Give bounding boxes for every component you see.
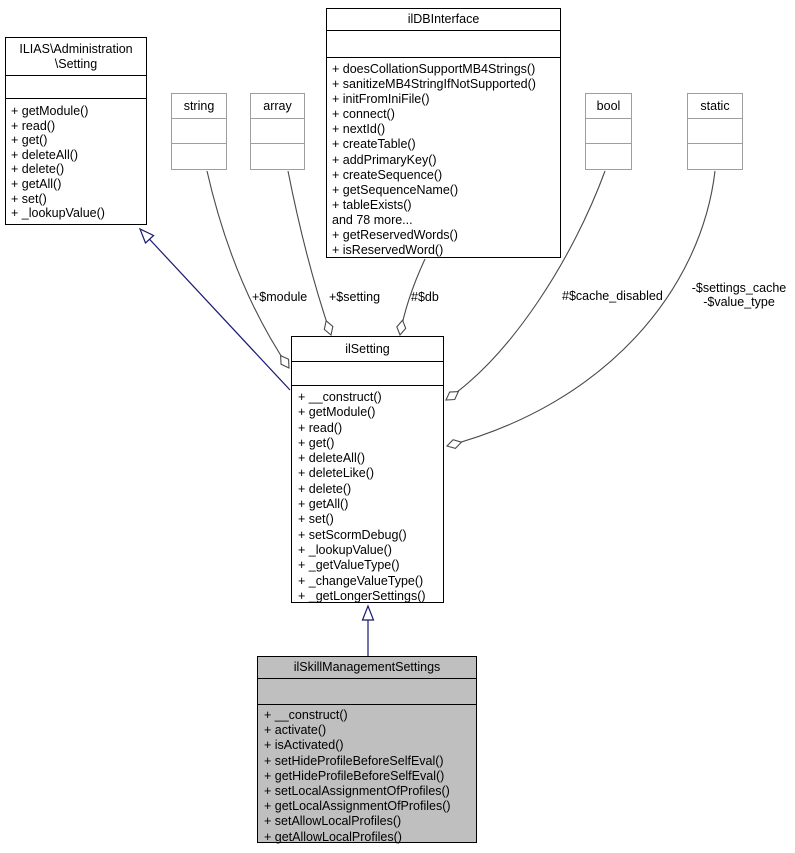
method-item: + nextId()	[332, 122, 386, 137]
method-item: + isReservedWord()	[332, 243, 444, 258]
aggregation-edge-cache-disabled	[445, 170, 606, 401]
method-item: + setHideProfileBeforeSelfEval()	[264, 753, 444, 768]
attributes-section	[258, 679, 476, 705]
method-item: + getReservedWords()	[332, 228, 458, 243]
method-item: + setAllowLocalProfiles()	[264, 814, 402, 829]
method-item: + getAll()	[11, 176, 62, 191]
attributes-section	[327, 31, 560, 58]
type-label: static	[688, 94, 742, 119]
attributes-section	[292, 362, 443, 386]
class-title: ILIAS\Administration \Setting	[6, 38, 146, 76]
method-item: + read()	[11, 118, 56, 133]
type-box-static: static	[687, 93, 743, 170]
type-box-string: string	[171, 93, 227, 170]
method-item: + activate()	[264, 723, 327, 738]
edge-label-settings-cache: -$settings_cache	[691, 281, 787, 295]
method-item: + getSequenceName()	[332, 182, 459, 197]
method-item: + _getLongerSettings()	[298, 588, 426, 603]
methods-section: + __construct()+ activate()+ isActivated…	[258, 705, 476, 845]
method-item: + _lookupValue()	[298, 542, 392, 557]
method-item: + deleteAll()	[11, 147, 79, 162]
type-label: string	[172, 94, 226, 119]
method-item: + doesCollationSupportMB4Strings()	[332, 62, 536, 76]
method-item: + getAllowLocalProfiles()	[264, 829, 402, 844]
method-item: + _changeValueType()	[298, 573, 424, 588]
edge-label-value-type: -$value_type	[703, 295, 775, 309]
method-item: + get()	[11, 133, 48, 148]
method-item: + set()	[11, 191, 47, 206]
empty-section	[688, 144, 742, 169]
method-item: + isActivated()	[264, 738, 344, 753]
method-item: + get()	[298, 435, 335, 450]
type-label: array	[251, 94, 304, 119]
method-item: + read()	[298, 420, 343, 435]
aggregation-edge-settings-cache	[445, 170, 716, 450]
edge-label-settings-cache-value-type: -$settings_cache -$value_type	[684, 281, 794, 309]
method-item: + getLocalAssignmentOfProfiles()	[264, 799, 451, 814]
method-item: + delete()	[298, 481, 352, 496]
method-item: + deleteAll()	[298, 451, 366, 466]
type-label: bool	[586, 94, 631, 119]
aggregation-edge-module	[206, 170, 290, 369]
method-item: + setScormDebug()	[298, 527, 407, 542]
edge-label-setting: +$setting	[329, 290, 381, 304]
methods-section: + getModule()+ read()+ get()+ deleteAll(…	[6, 99, 146, 221]
method-item: + tableExists()	[332, 197, 412, 212]
empty-section	[586, 119, 631, 144]
class-box-ilsetting[interactable]: ilSetting + __construct()+ getModule()+ …	[291, 336, 444, 603]
empty-section	[586, 144, 631, 169]
type-box-bool: bool	[585, 93, 632, 170]
aggregation-edge-setting	[287, 170, 334, 337]
empty-section	[688, 119, 742, 144]
method-item: and 78 more...	[332, 212, 413, 227]
method-item: + addPrimaryKey()	[332, 152, 437, 167]
method-item: + _getValueType()	[298, 558, 400, 573]
inheritance-edge-ilsetting-to-setting	[138, 227, 291, 391]
method-item: + deleteLike()	[298, 466, 375, 481]
class-box-ilskillmanagementsettings[interactable]: ilSkillManagementSettings + __construct(…	[257, 656, 477, 845]
method-item: + delete()	[11, 162, 65, 177]
method-item: + createSequence()	[332, 167, 443, 182]
empty-section	[251, 119, 304, 144]
edge-label-db: #$db	[411, 290, 439, 304]
aggregation-edge-db	[396, 258, 426, 337]
method-item: + createTable()	[332, 137, 416, 152]
class-title: ilDBInterface	[327, 9, 560, 31]
class-box-ilias-administration-setting[interactable]: ILIAS\Administration \Setting + getModul…	[5, 37, 147, 225]
method-item: + _lookupValue()	[11, 206, 105, 221]
type-box-array: array	[250, 93, 305, 170]
class-title: ilSetting	[292, 337, 443, 362]
method-item: + sanitizeMB4StringIfNotSupported()	[332, 77, 536, 92]
edge-label-cache-disabled: #$cache_disabled	[562, 289, 663, 303]
edge-label-module: +$module	[252, 290, 308, 304]
method-item: + connect()	[332, 107, 395, 122]
method-item: + getAll()	[298, 497, 349, 512]
method-item: + set()	[298, 512, 334, 527]
methods-section: + doesCollationSupportMB4Strings()+ sani…	[327, 58, 560, 258]
class-box-ildbinterface[interactable]: ilDBInterface + doesCollationSupportMB4S…	[326, 8, 561, 258]
empty-section	[172, 144, 226, 169]
empty-section	[172, 119, 226, 144]
method-item: + setLocalAssignmentOfProfiles()	[264, 784, 450, 799]
attributes-section	[6, 76, 146, 99]
empty-section	[251, 144, 304, 169]
method-item: + getHideProfileBeforeSelfEval()	[264, 768, 445, 783]
class-title: ilSkillManagementSettings	[258, 657, 476, 679]
method-item: + __construct()	[264, 708, 348, 722]
method-item: + __construct()	[298, 390, 382, 404]
method-item: + getModule()	[298, 405, 376, 420]
method-item: + initFromIniFile()	[332, 92, 430, 107]
method-item: + getModule()	[11, 104, 89, 118]
methods-section: + __construct()+ getModule()+ read()+ ge…	[292, 386, 443, 604]
